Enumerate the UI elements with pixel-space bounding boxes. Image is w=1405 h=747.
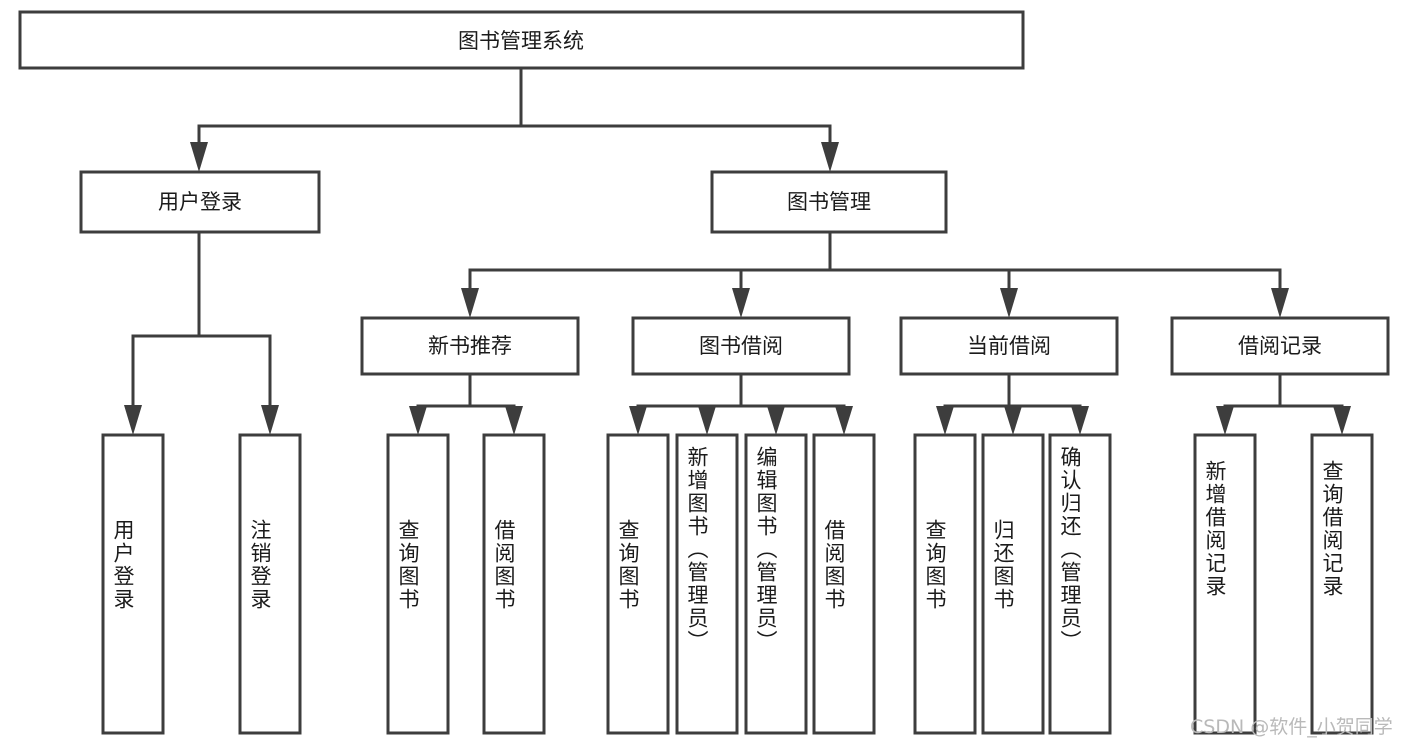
arrowhead-book-borrow [732,288,750,318]
arrowhead-leaf-borrow-book-2 [835,406,853,435]
arrowhead-leaf-add-record [1216,406,1234,435]
arrowhead-leaf-add-book [698,406,716,435]
leaf-add-book-box[interactable] [675,433,739,735]
leaf-user-login-box[interactable] [101,433,165,735]
arrowhead-leaf-user-logout [261,405,279,435]
node-current-borrow-label: 当前借阅 [967,334,1051,358]
node-borrow-record-box[interactable] [1170,316,1390,376]
node-book-borrow[interactable]: 图书借阅 [631,316,851,376]
arrowhead-leaf-borrow-book-1 [505,406,523,435]
leaf-user-logout-box[interactable] [238,433,302,735]
arrowhead-leaf-user-login [124,405,142,435]
node-new-book-recommend-box[interactable] [360,316,580,376]
node-user-login[interactable]: 用户登录 [79,170,321,234]
leaf-layer [101,433,1374,735]
arrowhead-new-book-recommend [461,288,479,318]
node-user-login-label: 用户登录 [158,190,242,214]
leaf-borrow-book-2-box[interactable] [812,433,876,735]
arrowhead-borrow-record [1271,288,1289,318]
arrowhead-leaf-confirm-return [1071,406,1089,435]
csdn-watermark: CSDN @软件_小贺同学 [1190,716,1393,738]
arrowhead-leaf-query-book-1 [409,406,427,435]
node-new-book-recommend[interactable]: 新书推荐 [360,316,580,376]
connector-layer [124,66,1351,435]
arrowhead-book-manage [821,142,839,172]
node-current-borrow-box[interactable] [899,316,1119,376]
leaf-borrow-book-1-box[interactable] [482,433,546,735]
leaf-add-record-box[interactable] [1193,433,1257,735]
leaf-return-book-box[interactable] [981,433,1045,735]
arrowhead-leaf-query-book-2 [629,406,647,435]
node-current-borrow[interactable]: 当前借阅 [899,316,1119,376]
node-new-book-recommend-label: 新书推荐 [428,334,512,358]
node-root-label: 图书管理系统 [458,29,584,53]
node-user-login-box[interactable] [79,170,321,234]
node-book-borrow-box[interactable] [631,316,851,376]
node-book-manage-label: 图书管理 [787,190,871,214]
arrowhead-leaf-query-record [1333,406,1351,435]
arrowhead-leaf-query-book-3 [936,406,954,435]
node-root-box[interactable] [18,10,1025,70]
arrowhead-current-borrow [1000,288,1018,318]
arrowhead-user-login [190,142,208,172]
node-root[interactable]: 图书管理系统 [18,10,1025,70]
node-book-manage[interactable]: 图书管理 [710,170,948,234]
arrowhead-leaf-edit-book [767,406,785,435]
leaf-query-book-1-box[interactable] [386,433,450,735]
node-borrow-record-label: 借阅记录 [1238,334,1322,358]
node-book-borrow-label: 图书借阅 [699,334,783,358]
leaf-query-book-2-box[interactable] [606,433,670,735]
node-book-manage-box[interactable] [710,170,948,234]
leaf-query-record-box[interactable] [1310,433,1374,735]
leaf-edit-book-box[interactable] [744,433,808,735]
node-borrow-record[interactable]: 借阅记录 [1170,316,1390,376]
leaf-query-book-3-box[interactable] [913,433,977,735]
arrowhead-leaf-return-book [1004,406,1022,435]
leaf-confirm-return-box[interactable] [1048,433,1112,735]
